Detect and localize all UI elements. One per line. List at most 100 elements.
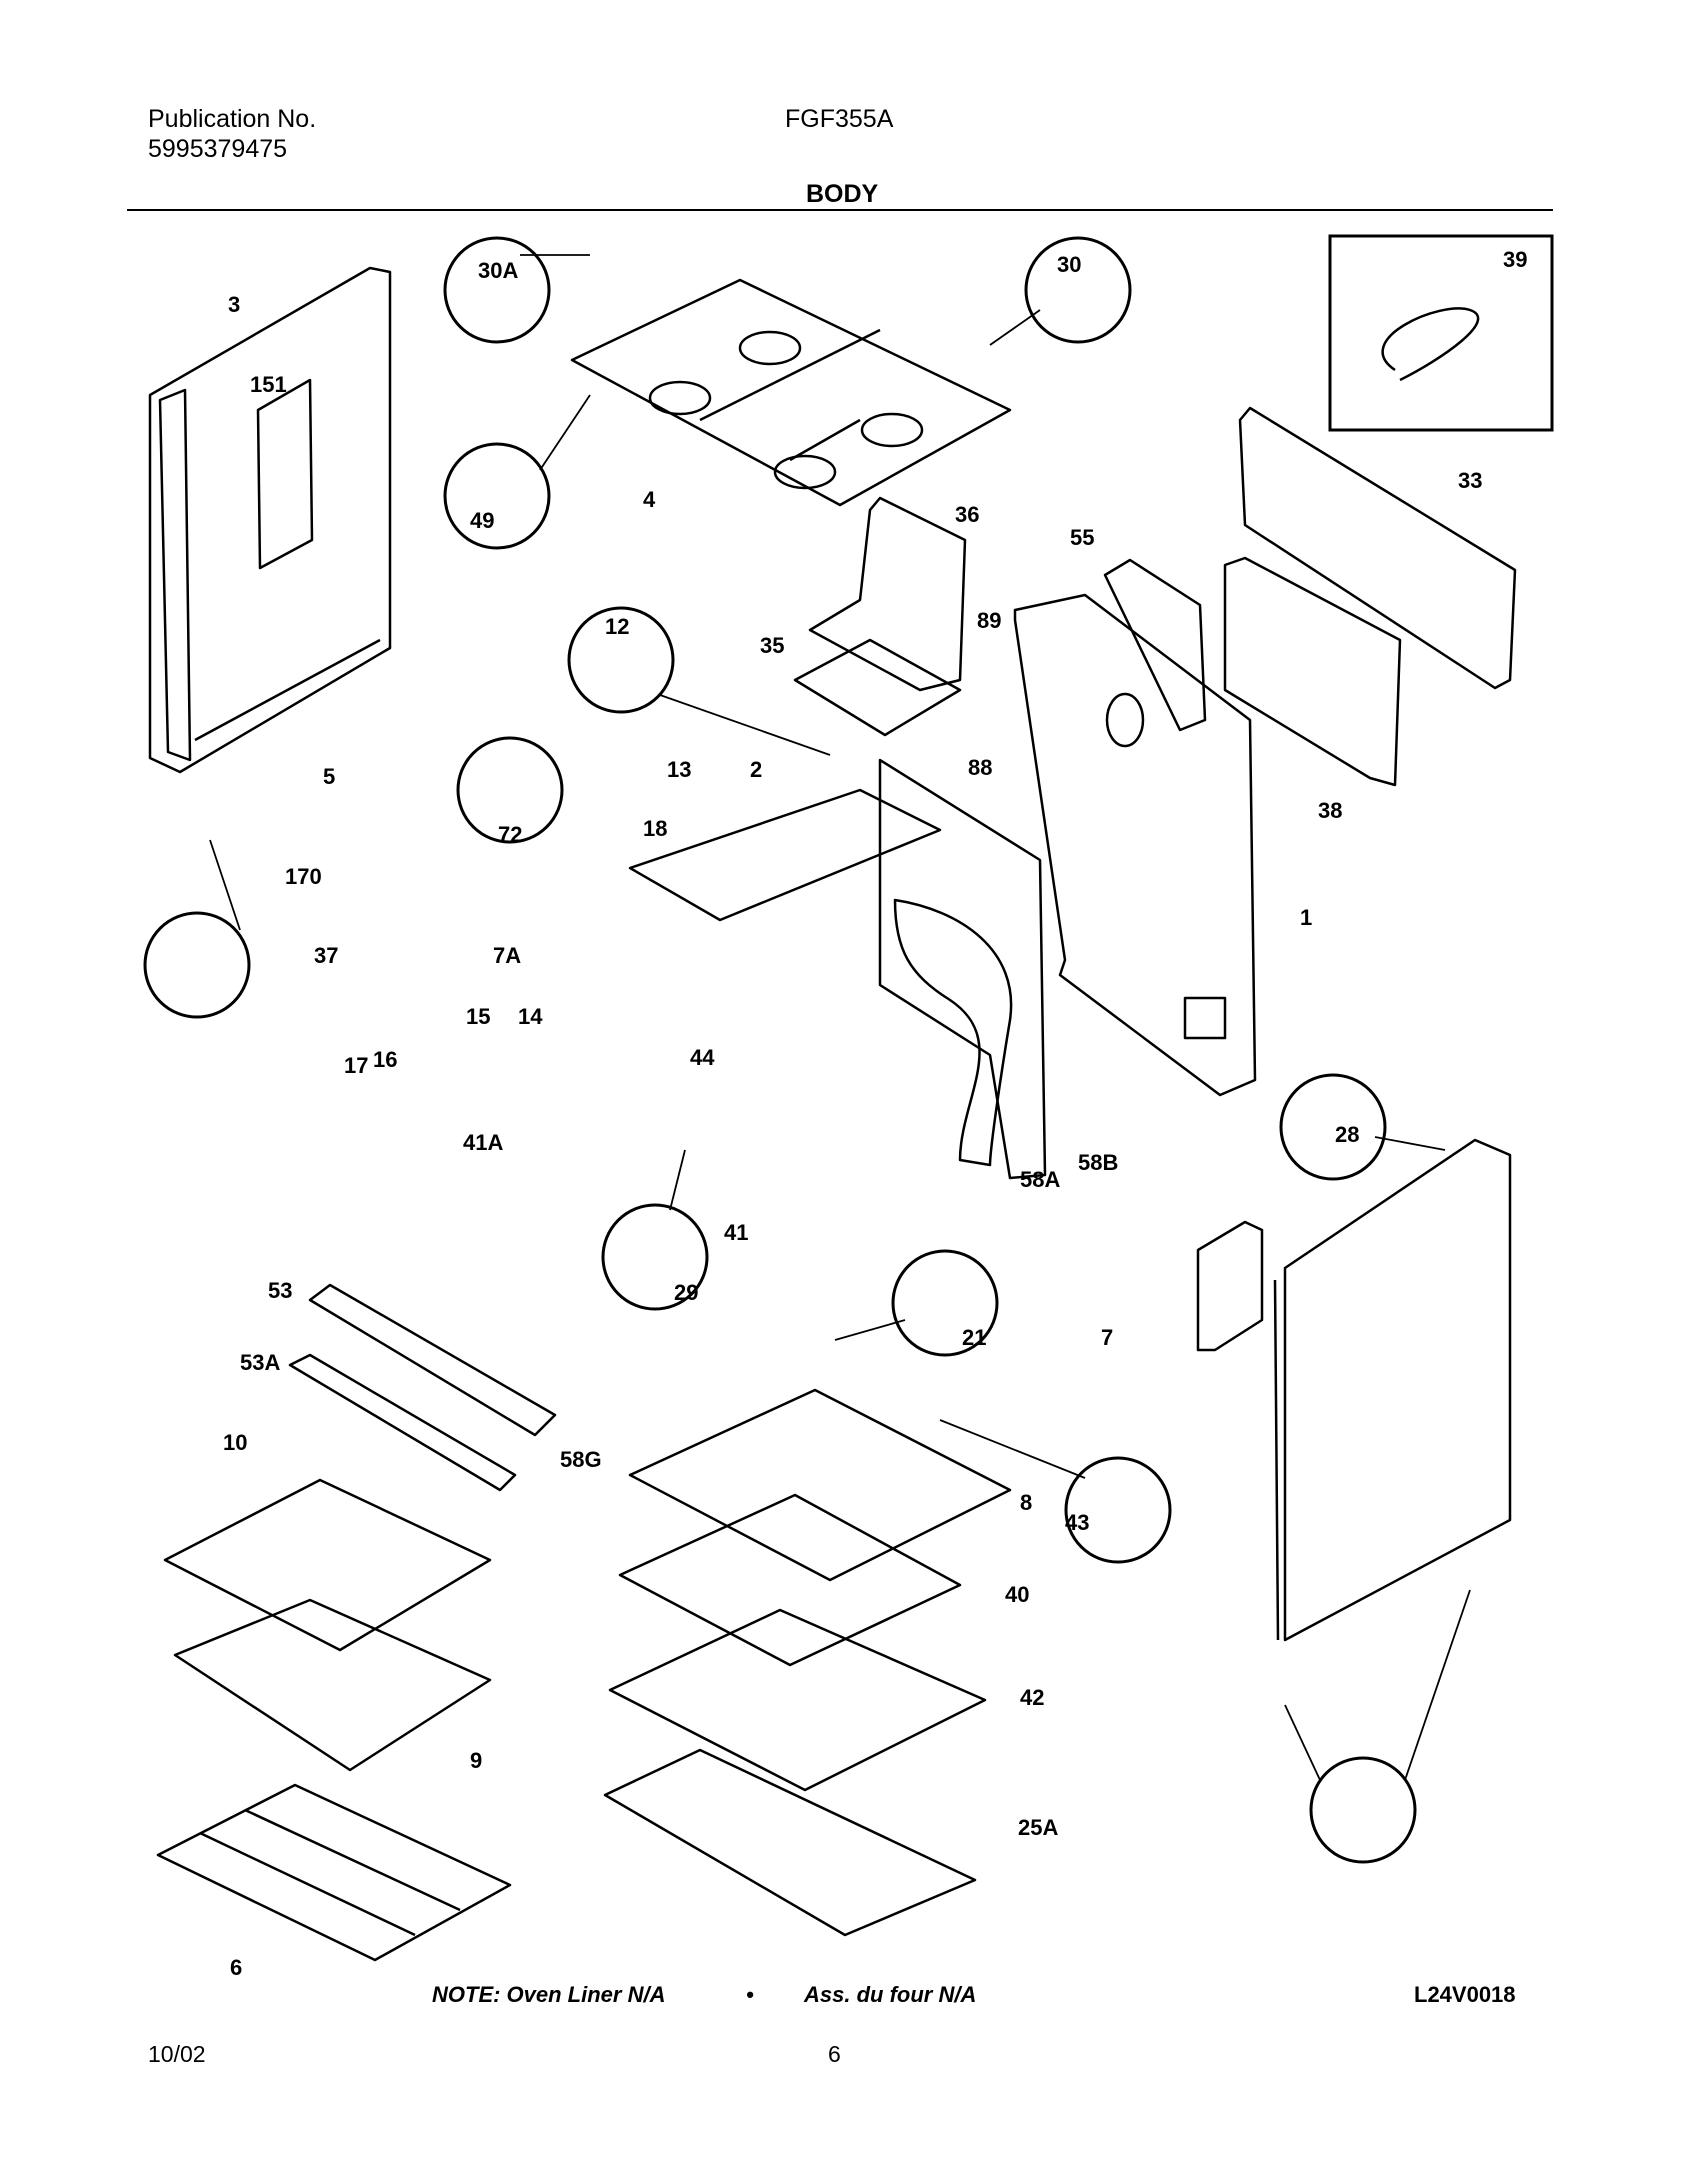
callout-label: 38 (1318, 798, 1342, 823)
callout-label: 58A (1020, 1167, 1060, 1192)
burner-box-13-part (628, 788, 942, 922)
leader-line (659, 694, 831, 756)
bottom-25a-part (603, 1748, 977, 1937)
leader-line (539, 394, 591, 471)
leader-line (1374, 1136, 1446, 1151)
callout-circle-12 (567, 606, 675, 714)
bracket-151-right-part (1196, 1220, 1264, 1352)
callout-label: 151 (250, 372, 287, 397)
callout-label: 21 (962, 1325, 986, 1350)
callout-circle-72 (456, 736, 564, 844)
publication-number: 5995379475 (148, 135, 288, 163)
callout-label: 49 (470, 508, 494, 533)
callout-label: 41A (463, 1130, 503, 1155)
callout-label: 1 (1300, 905, 1312, 930)
callout-label: 44 (690, 1045, 715, 1070)
callout-label: 37 (314, 943, 338, 968)
rack-6-part (156, 1783, 512, 1962)
leader-line (834, 1319, 906, 1341)
callout-label: 25A (1018, 1815, 1058, 1840)
power-cord-part (1381, 307, 1480, 382)
callout-label: 6 (230, 1955, 242, 1980)
page-number: 6 (828, 2041, 841, 2067)
callout-label: 41 (724, 1220, 748, 1245)
hood-36-part (808, 496, 967, 692)
callout-label: 15 (466, 1004, 490, 1029)
broiler-pan-9-part (173, 1598, 492, 1772)
callout-label: 14 (518, 1004, 543, 1029)
callout-circle-28 (1279, 1073, 1387, 1181)
callout-circle-43 (1064, 1456, 1172, 1564)
leader-line (209, 839, 241, 931)
callout-label: 89 (977, 608, 1001, 633)
note-english: NOTE: Oven Liner N/A (432, 1982, 666, 2007)
callout-label: 29 (674, 1280, 698, 1305)
heat-shield-40-part (618, 1493, 962, 1667)
callout-label: 43 (1065, 1510, 1089, 1535)
callout-label: 13 (667, 757, 691, 782)
back-panel-part (1013, 593, 1257, 1097)
section-title: BODY (806, 180, 879, 208)
vent-53a-part (288, 1353, 517, 1492)
callout-label: 53A (240, 1350, 280, 1375)
broiler-pan-10-part (163, 1478, 492, 1652)
panel-42-part (608, 1608, 987, 1792)
callout-label: 55 (1070, 525, 1094, 550)
leader-line (939, 1419, 1086, 1479)
callout-label: 5 (323, 764, 335, 789)
leader-line (989, 309, 1041, 346)
callout-label: 30 (1057, 252, 1081, 277)
oven-bottom-8-part (628, 1388, 1012, 1582)
callout-label: 170 (285, 864, 322, 889)
side-panel-right-part (1273, 1138, 1512, 1642)
callout-circle-5-right (1309, 1756, 1417, 1864)
console-33-part (1238, 406, 1517, 690)
callout-label: 12 (605, 614, 629, 639)
publication-label: Publication No. (148, 105, 317, 133)
note-french: Ass. du four N/A (804, 1982, 977, 2007)
callout-label: 2 (750, 757, 762, 782)
footer-date: 10/02 (148, 2041, 206, 2067)
callout-circle-30a (443, 236, 551, 344)
callout-label: 58B (1078, 1150, 1118, 1175)
leader-line (1284, 1704, 1321, 1781)
callout-label: 9 (470, 1748, 482, 1773)
callout-circle-29 (601, 1203, 709, 1311)
callout-label: 35 (760, 633, 784, 658)
callout-label: 40 (1005, 1582, 1029, 1607)
base-35-part (793, 638, 962, 737)
header-rule (127, 209, 1553, 211)
callout-label: 53 (268, 1278, 292, 1303)
callout-label: 7A (493, 943, 521, 968)
callout-label: 58G (560, 1447, 602, 1472)
leader-line (669, 1149, 686, 1211)
callout-label: 16 (373, 1047, 397, 1072)
vent-53-part (308, 1283, 557, 1437)
callout-circle-49 (443, 442, 551, 550)
panel-38-part (1223, 556, 1402, 787)
note-separator: • (746, 1982, 754, 2007)
callout-label: 42 (1020, 1685, 1044, 1710)
callout-circle-21 (891, 1249, 999, 1357)
callout-label: 72 (498, 822, 522, 847)
callout-label: 10 (223, 1430, 247, 1455)
front-frame-58b-part (878, 758, 1047, 1180)
callout-label: 30A (478, 258, 518, 283)
callout-label: 7 (1101, 1325, 1113, 1350)
insulation-58a-part (893, 898, 1013, 1167)
drawing-code: L24V0018 (1414, 1982, 1516, 2007)
callout-circle-30 (1024, 236, 1132, 344)
callout-label: 18 (643, 816, 667, 841)
callout-label: 8 (1020, 1490, 1032, 1515)
panel-55-part (1103, 558, 1207, 732)
callout-label: 17 (344, 1053, 368, 1078)
callout-label: 36 (955, 502, 979, 527)
cooktop-part (570, 278, 1012, 507)
callout-label: 4 (643, 487, 656, 512)
callout-circle-5-left (143, 911, 251, 1019)
model-number: FGF355A (785, 105, 894, 133)
leader-line (1404, 1589, 1471, 1781)
callout-label: 3 (228, 292, 240, 317)
callout-label: 33 (1458, 468, 1482, 493)
